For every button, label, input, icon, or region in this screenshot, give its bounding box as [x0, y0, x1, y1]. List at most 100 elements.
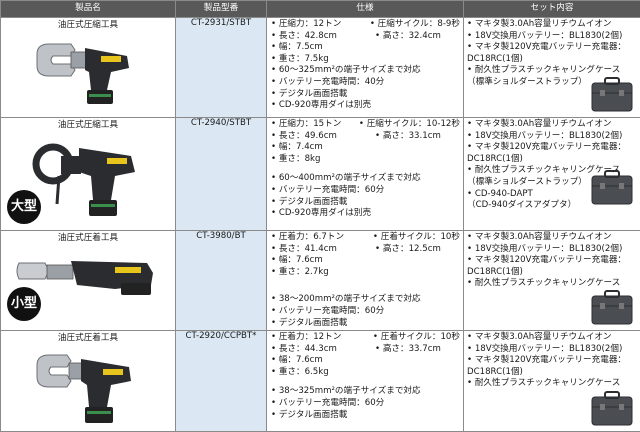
- header-set-contents: セット内容: [464, 1, 640, 18]
- spec-pair: 長さ：41.4cm 高さ：12.5cm: [271, 244, 460, 256]
- spec-item: 60～400mm²の端子サイズまで対応: [271, 173, 460, 185]
- model-number-cell: CT-2931/STBT: [176, 18, 267, 118]
- spec-pair: 圧着力：12トン 圧着サイクル：10秒: [271, 332, 460, 344]
- spec-item: 圧縮力：15トン: [271, 119, 359, 131]
- spec-pair: 圧着力：6.7トン 圧着サイクル：10秒: [271, 232, 460, 244]
- carrying-case-icon: [590, 170, 634, 206]
- specification-cell: 圧縮力：15トン 圧縮サイクル：10-12秒 長さ：49.6cm 高さ：33.1…: [267, 118, 464, 231]
- spec-item: バッテリー充電時間：60分: [271, 398, 460, 410]
- set-contents-cell: マキタ製3.0Ah容量リチウムイオン 18V交換用バッテリー：BL1830(2個…: [464, 331, 640, 432]
- spec-pair: 圧縮力：15トン 圧縮サイクル：10-12秒: [271, 119, 460, 131]
- spec-item: 重さ：7.5kg: [271, 54, 460, 66]
- carrying-case-icon: [590, 77, 634, 113]
- model-number: CT-2920/CCPBT*: [186, 331, 257, 341]
- table-row: 油圧式圧縮工具 大型 CT-2940/STBT 圧縮力：15トン: [1, 118, 640, 231]
- spec-item: 高さ：32.4cm: [375, 31, 460, 43]
- spec-item: CD-920専用ダイは別売: [271, 100, 460, 112]
- crimping-tool-icon: [31, 347, 141, 429]
- spec-item: 圧縮力：12トン: [271, 19, 370, 31]
- specification-cell: 圧着力：6.7トン 圧着サイクル：10秒 長さ：41.4cm 高さ：12.5cm…: [267, 231, 464, 331]
- spec-item: 60～325mm²の端子サイズまで対応: [271, 65, 460, 77]
- large-compression-tool-icon: [31, 134, 141, 228]
- set-item: DC18RC(1個): [467, 267, 638, 279]
- spec-item: デジタル画面搭載: [271, 89, 460, 101]
- set-item: 耐久性プラスチックキャリングケース: [467, 65, 638, 77]
- specification-cell: 圧縮力：12トン 圧縮サイクル：8-9秒 長さ：42.8cm 高さ：32.4cm…: [267, 18, 464, 118]
- spec-item: 圧着サイクル：10秒: [373, 232, 460, 244]
- model-number-cell: CT-2920/CCPBT*: [176, 331, 267, 432]
- carrying-case-icon: [590, 391, 634, 427]
- spec-item: デジタル画面搭載: [271, 197, 460, 209]
- spec-item: バッテリー充電時間：60分: [271, 306, 460, 318]
- product-name-cell: 油圧式圧縮工具: [1, 18, 176, 118]
- model-number: CT-3980/BT: [196, 231, 245, 241]
- product-name: 油圧式圧着工具: [1, 333, 175, 345]
- spec-pair: 圧縮力：12トン 圧縮サイクル：8-9秒: [271, 19, 460, 31]
- set-item: マキタ製3.0Ah容量リチウムイオン: [467, 19, 638, 31]
- spec-item: 長さ：42.8cm: [271, 31, 375, 43]
- set-item: 18V交換用バッテリー：BL1830(2個): [467, 31, 638, 43]
- spec-item: 高さ：12.5cm: [375, 244, 460, 256]
- spec-item: 圧着力：6.7トン: [271, 232, 373, 244]
- set-item: マキタ製3.0Ah容量リチウムイオン: [467, 232, 638, 244]
- spec-item: 重さ：6.5kg: [271, 367, 460, 379]
- set-item: 18V交換用バッテリー：BL1830(2個): [467, 344, 638, 356]
- spec-pair: 長さ：42.8cm 高さ：32.4cm: [271, 31, 460, 43]
- table-header-row: 製品名 製品型番 仕様 セット内容: [1, 1, 640, 18]
- set-contents-cell: マキタ製3.0Ah容量リチウムイオン 18V交換用バッテリー：BL1830(2個…: [464, 118, 640, 231]
- set-item: 18V交換用バッテリー：BL1830(2個): [467, 244, 638, 256]
- set-item: マキタ製3.0Ah容量リチウムイオン: [467, 332, 638, 344]
- spec-item: 圧着力：12トン: [271, 332, 373, 344]
- size-badge: 小型: [7, 287, 41, 321]
- compression-tool-icon: [31, 38, 136, 110]
- spec-item: デジタル画面搭載: [271, 410, 460, 422]
- carrying-case-icon: [590, 290, 634, 326]
- spec-pair: 長さ：49.6cm 高さ：33.1cm: [271, 131, 460, 143]
- header-model-number: 製品型番: [176, 1, 267, 18]
- model-number: CT-2931/STBT: [191, 18, 251, 28]
- set-item: マキタ製120V充電バッテリー充電器：: [467, 142, 638, 154]
- spec-item: 高さ：33.1cm: [375, 131, 460, 143]
- spec-pair: 長さ：44.3cm 高さ：33.7cm: [271, 344, 460, 356]
- spec-item: 重さ：8kg: [271, 154, 460, 166]
- table-row: 油圧式圧縮工具 CT-2931/STBT 圧縮力：12トン 圧縮サイクル：8-9…: [1, 18, 640, 118]
- spec-item: 重さ：2.7kg: [271, 267, 460, 279]
- spec-item: デジタル画面搭載: [271, 318, 460, 330]
- spec-item: バッテリー充電時間：40分: [271, 77, 460, 89]
- table-row: 油圧式圧着工具 小型 CT-3980/BT 圧着力：6.7トン 圧着サイクル：1…: [1, 231, 640, 331]
- product-name: 油圧式圧着工具: [1, 233, 175, 245]
- model-number-cell: CT-2940/STBT: [176, 118, 267, 231]
- spec-item: 幅：7.4cm: [271, 142, 460, 154]
- table-row: 油圧式圧着工具 CT-2920/CCPBT* 圧着力：12トン 圧着サイクル：1…: [1, 331, 640, 432]
- spec-item: バッテリー充電時間：60分: [271, 185, 460, 197]
- set-item: マキタ製3.0Ah容量リチウムイオン: [467, 119, 638, 131]
- set-item: DC18RC(1個): [467, 154, 638, 166]
- spec-item: 幅：7.5cm: [271, 42, 460, 54]
- set-item: マキタ製120V充電バッテリー充電器：: [467, 42, 638, 54]
- set-contents-cell: マキタ製3.0Ah容量リチウムイオン 18V交換用バッテリー：BL1830(2個…: [464, 231, 640, 331]
- set-item: 18V交換用バッテリー：BL1830(2個): [467, 131, 638, 143]
- set-item: マキタ製120V充電バッテリー充電器：: [467, 255, 638, 267]
- spec-item: 圧着サイクル：10秒: [373, 332, 460, 344]
- size-badge: 大型: [7, 190, 41, 224]
- set-contents-cell: マキタ製3.0Ah容量リチウムイオン 18V交換用バッテリー：BL1830(2個…: [464, 18, 640, 118]
- header-specifications: 仕様: [267, 1, 464, 18]
- spec-item: 圧縮サイクル：8-9秒: [370, 19, 460, 31]
- spec-item: 長さ：41.4cm: [271, 244, 375, 256]
- product-name-cell: 油圧式圧着工具: [1, 331, 176, 432]
- header-product-name: 製品名: [1, 1, 176, 18]
- model-number-cell: CT-3980/BT: [176, 231, 267, 331]
- product-name: 油圧式圧縮工具: [1, 120, 175, 132]
- product-name-cell: 油圧式圧縮工具 大型: [1, 118, 176, 231]
- model-number: CT-2940/STBT: [191, 118, 251, 128]
- spec-item: 長さ：44.3cm: [271, 344, 375, 356]
- set-item: DC18RC(1個): [467, 367, 638, 379]
- specification-cell: 圧着力：12トン 圧着サイクル：10秒 長さ：44.3cm 高さ：33.7cm …: [267, 331, 464, 432]
- spec-item: 幅：7.6cm: [271, 355, 460, 367]
- set-item: 耐久性プラスチックキャリングケース: [467, 378, 638, 390]
- spec-item: 高さ：33.7cm: [375, 344, 460, 356]
- set-item: DC18RC(1個): [467, 54, 638, 66]
- spec-item: 38～200mm²の端子サイズまで対応: [271, 294, 460, 306]
- spec-item: 圧縮サイクル：10-12秒: [359, 119, 460, 131]
